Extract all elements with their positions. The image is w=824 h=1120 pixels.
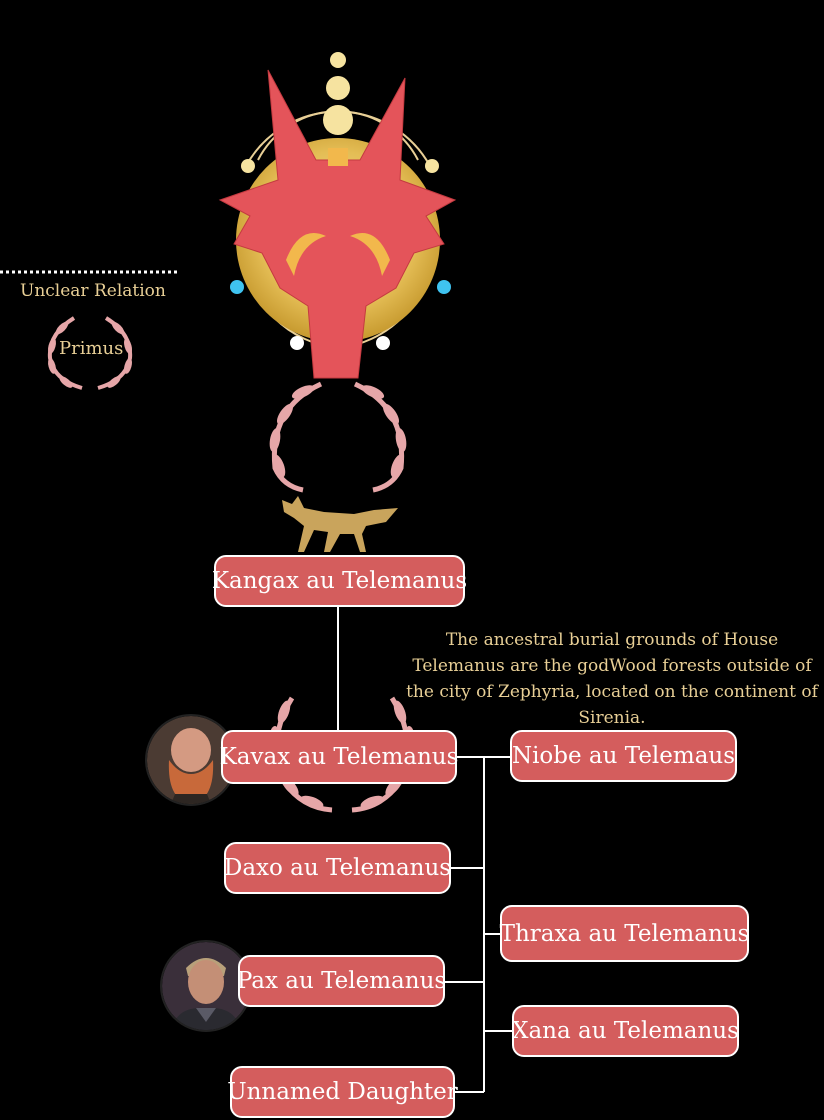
fox-sigil-icon: [218, 69, 457, 379]
member-kangax-node[interactable]: Kangax au Telemanus: [212, 555, 467, 607]
member-pax-node[interactable]: Pax au Telemanus: [237, 955, 446, 1007]
member-unnamed-daughter-node[interactable]: Unnamed Daughter: [227, 1066, 458, 1118]
kavax-portrait: [145, 714, 237, 806]
unclear-relation-line: [0, 270, 178, 274]
member-niobe-node[interactable]: Niobe au Telemaus: [510, 730, 737, 782]
member-thraxa-node[interactable]: Thraxa au Telemanus: [500, 905, 749, 962]
burial-grounds-note: The ancestral burial grounds of House Te…: [406, 630, 818, 728]
member-kavax-node[interactable]: Kavax au Telemanus: [220, 730, 458, 784]
unclear-relation-label: Unclear Relation: [20, 281, 166, 301]
member-xana-node[interactable]: Xana au Telemanus: [512, 1005, 739, 1057]
member-daxo-node[interactable]: Daxo au Telemanus: [224, 842, 451, 894]
laurel-wreath-icon: [269, 381, 407, 493]
sun-emblem-icon: [218, 52, 457, 379]
walking-fox-icon: [282, 496, 398, 552]
pax-portrait: [160, 940, 252, 1032]
primus-laurel-icon: [47, 316, 133, 390]
primus-label: Primus: [59, 338, 124, 359]
